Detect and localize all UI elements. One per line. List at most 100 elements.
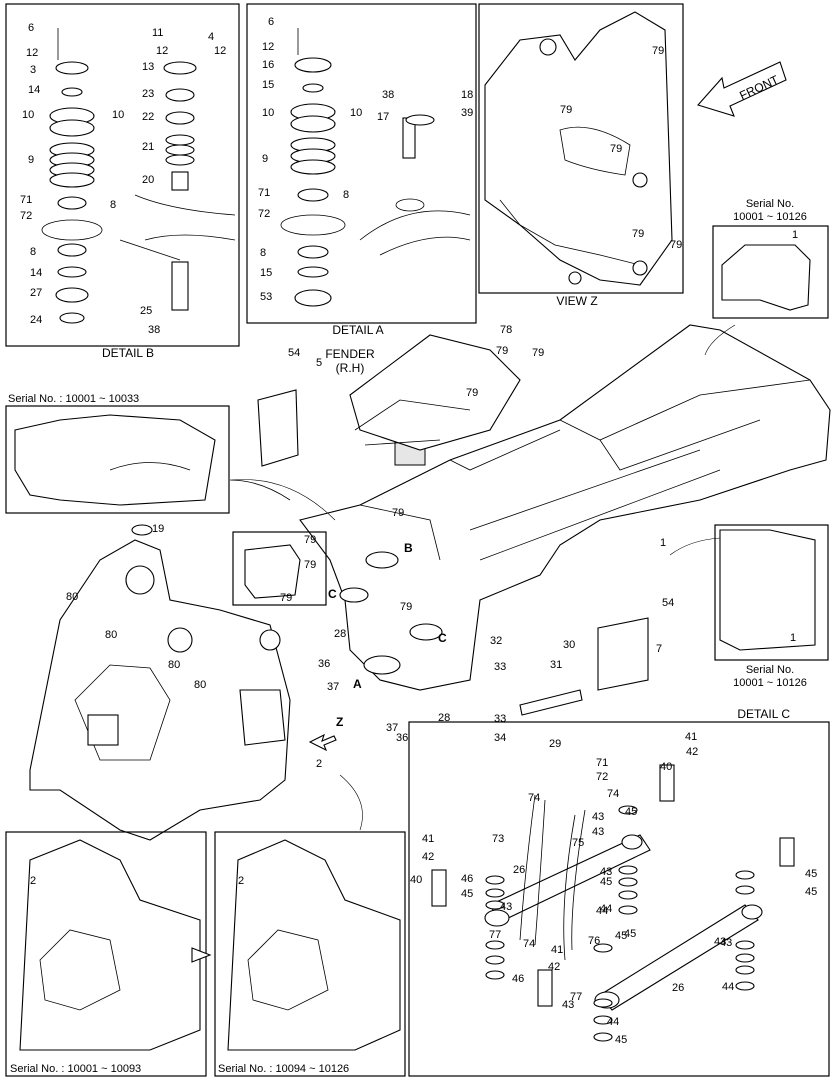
marker-z: Z bbox=[336, 715, 343, 729]
callout-detail-a-6: 6 bbox=[268, 16, 274, 28]
callout-main-78: 78 bbox=[500, 324, 512, 336]
front-arrow bbox=[697, 61, 787, 117]
callout-main-37: 37 bbox=[327, 681, 339, 693]
callout-detail-a-38: 38 bbox=[382, 89, 394, 101]
callout-detail-b-9: 9 bbox=[28, 154, 34, 166]
fender-plate bbox=[257, 389, 299, 467]
callout-main-31: 31 bbox=[550, 659, 562, 671]
callout-detail-b-14: 14 bbox=[28, 84, 40, 96]
callout-detail-c-45: 45 bbox=[615, 1034, 627, 1046]
callout-main-30: 30 bbox=[563, 639, 575, 651]
callout-main-80: 80 bbox=[168, 659, 180, 671]
callout-detail-a-8: 8 bbox=[343, 189, 349, 201]
callout-main-5: 5 bbox=[316, 357, 322, 369]
callout-detail-c-42: 42 bbox=[548, 961, 560, 973]
callout-main-79: 79 bbox=[400, 601, 412, 613]
callout-detail-b-4: 4 bbox=[208, 31, 214, 43]
callout-view-z-79: 79 bbox=[560, 104, 572, 116]
callout-detail-c-46: 46 bbox=[512, 973, 524, 985]
callout-detail-b-25: 25 bbox=[140, 305, 152, 317]
detail-a-frame bbox=[246, 3, 477, 324]
small-detail-frame bbox=[232, 531, 327, 606]
view-z-caption: VIEW Z bbox=[556, 294, 597, 308]
detail-b-frame bbox=[5, 3, 240, 347]
marker-a: A bbox=[353, 677, 362, 691]
callout-main-29: 29 bbox=[549, 738, 561, 750]
serial-bottom-mid-part bbox=[227, 839, 401, 1051]
callout-detail-b-13: 13 bbox=[142, 61, 154, 73]
callout-detail-c-77: 77 bbox=[570, 991, 582, 1003]
detail-c-frame bbox=[408, 721, 830, 1077]
callout-detail-c-45: 45 bbox=[615, 930, 627, 942]
callout-detail-c-44: 44 bbox=[722, 981, 734, 993]
callout-main-79: 79 bbox=[280, 592, 292, 604]
callout-detail-c-44: 44 bbox=[596, 905, 608, 917]
callout-main-80: 80 bbox=[194, 679, 206, 691]
callout-detail-c-26: 26 bbox=[513, 864, 525, 876]
callout-main-7: 7 bbox=[656, 643, 662, 655]
callout-main-1: 1 bbox=[792, 229, 798, 241]
callout-main-19: 19 bbox=[152, 523, 164, 535]
callout-detail-b-12: 12 bbox=[156, 45, 168, 57]
serial-top-right-line1: Serial No. bbox=[746, 198, 794, 210]
callout-detail-c-43: 43 bbox=[714, 936, 726, 948]
callout-detail-b-11: 11 bbox=[152, 27, 163, 39]
detail-b-left-stack bbox=[41, 28, 103, 324]
callout-detail-c-43: 43 bbox=[592, 811, 604, 823]
serial-mid-right-line2: 10001 ~ 10126 bbox=[733, 677, 807, 689]
callout-detail-b-27: 27 bbox=[30, 287, 42, 299]
fender-side-label: (R.H) bbox=[336, 361, 365, 375]
detail-a-stack bbox=[280, 28, 471, 307]
callout-detail-a-72: 72 bbox=[258, 208, 270, 220]
callout-detail-c-74: 74 bbox=[528, 792, 540, 804]
callout-detail-b-3: 3 bbox=[30, 64, 36, 76]
serial-mid-right-line1: Serial No. bbox=[746, 664, 794, 676]
callout-detail-c-75: 75 bbox=[572, 837, 584, 849]
callout-detail-b-10: 10 bbox=[22, 109, 34, 121]
marker-b: B bbox=[404, 541, 413, 555]
callout-detail-c-72: 72 bbox=[596, 771, 608, 783]
callout-view-z-79: 79 bbox=[652, 45, 664, 57]
callout-detail-c-74: 74 bbox=[607, 788, 619, 800]
serial-top-right-line2: 10001 ~ 10126 bbox=[733, 211, 807, 223]
callout-detail-b-21: 21 bbox=[142, 141, 154, 153]
view-z-frame bbox=[478, 3, 684, 294]
callout-main-32: 32 bbox=[490, 635, 502, 647]
callout-view-z-79: 79 bbox=[670, 239, 682, 251]
callout-main-80: 80 bbox=[105, 629, 117, 641]
callout-detail-c-43: 43 bbox=[600, 866, 612, 878]
callout-detail-c-43: 43 bbox=[720, 937, 732, 949]
z-arrow-icon bbox=[308, 733, 337, 752]
callout-detail-a-17: 17 bbox=[377, 111, 389, 123]
callout-detail-a-71: 71 bbox=[258, 187, 270, 199]
serial-bottom-left-label: Serial No. : 10001 ~ 10093 bbox=[10, 1063, 141, 1075]
callout-detail-c-41: 41 bbox=[685, 731, 697, 743]
serial-left-frame bbox=[5, 405, 230, 514]
callout-main-79: 79 bbox=[496, 345, 508, 357]
callout-detail-c-71: 71 bbox=[596, 757, 608, 769]
callout-main-79: 79 bbox=[532, 347, 544, 359]
callout-main-33: 33 bbox=[494, 661, 506, 673]
callout-main-54: 54 bbox=[288, 347, 300, 359]
callout-detail-a-15: 15 bbox=[260, 267, 272, 279]
detail-b-caption: DETAIL B bbox=[102, 346, 154, 360]
marker-c-2: C bbox=[438, 631, 447, 645]
callout-main-28: 28 bbox=[334, 628, 346, 640]
callout-detail-c-45: 45 bbox=[625, 806, 637, 818]
callout-detail-b-8: 8 bbox=[110, 199, 116, 211]
callout-detail-a-15: 15 bbox=[262, 79, 274, 91]
callout-detail-b-23: 23 bbox=[142, 88, 154, 100]
serial-top-right-part bbox=[721, 244, 811, 311]
callout-main-80: 80 bbox=[66, 591, 78, 603]
callout-detail-c-43: 43 bbox=[500, 901, 512, 913]
callout-detail-b-12: 12 bbox=[26, 47, 38, 59]
callout-main-1: 1 bbox=[790, 632, 796, 644]
callout-detail-c-46: 46 bbox=[461, 873, 473, 885]
callout-detail-b-20: 20 bbox=[142, 174, 154, 186]
callout-detail-c-42: 42 bbox=[686, 746, 698, 758]
callout-detail-b-38: 38 bbox=[148, 324, 160, 336]
callout-detail-c-45: 45 bbox=[805, 886, 817, 898]
detail-b-right-stack bbox=[119, 61, 236, 311]
